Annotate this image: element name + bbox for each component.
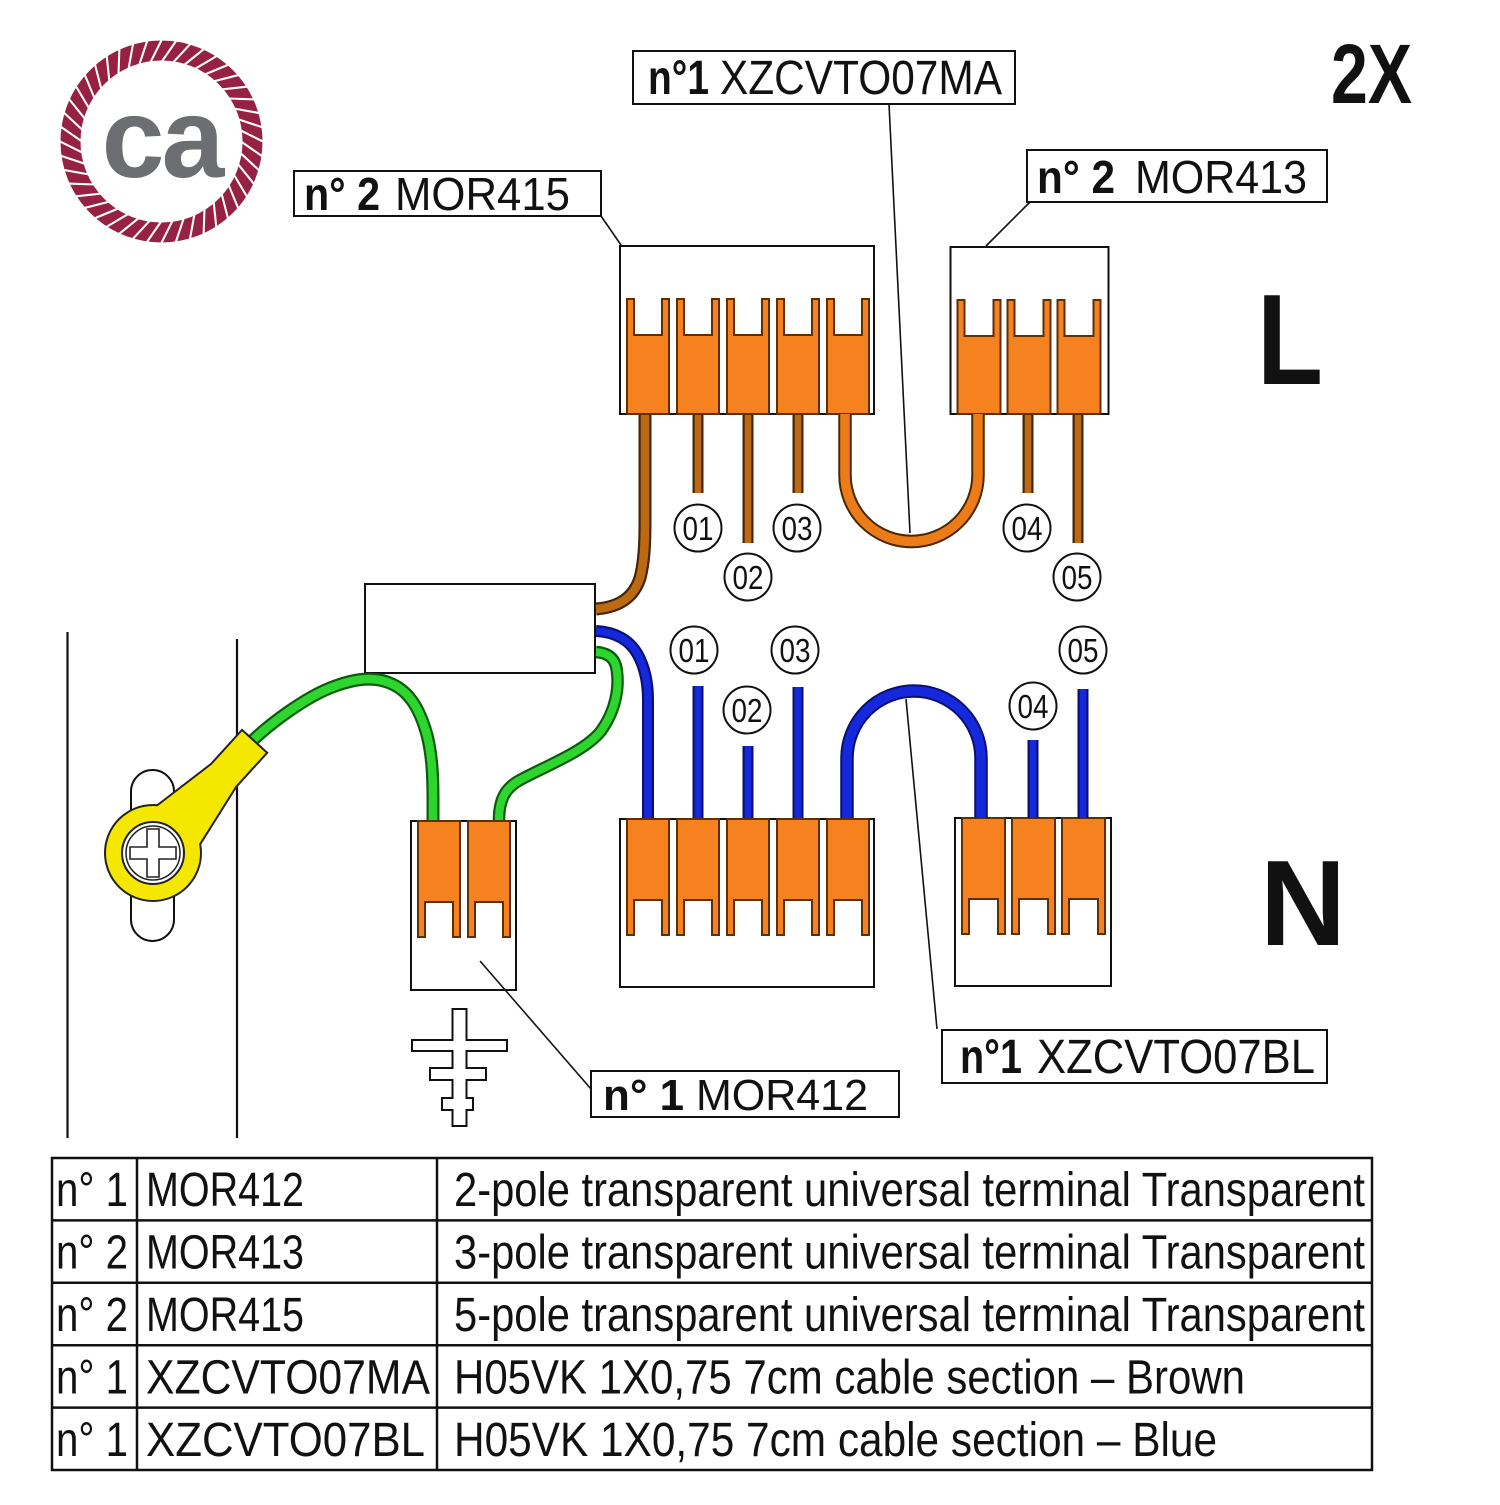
svg-text:2-pole transparent universal t: 2-pole transparent universal terminal Tr… (454, 1164, 1365, 1217)
svg-text:02: 02 (732, 692, 763, 729)
svg-text:XZCVTO07MA: XZCVTO07MA (146, 1351, 430, 1404)
svg-text:n° 1: n° 1 (56, 1414, 128, 1467)
svg-text:MOR412: MOR412 (696, 1071, 868, 1120)
svg-text:N: N (1260, 835, 1346, 971)
svg-text:05: 05 (1068, 632, 1099, 669)
svg-text:04: 04 (1018, 688, 1049, 725)
svg-text:H05VK 1X0,75 7cm cable section: H05VK 1X0,75 7cm cable section – Brown (454, 1351, 1245, 1404)
svg-text:XZCVTO07BL: XZCVTO07BL (146, 1414, 425, 1467)
svg-text:05: 05 (1062, 559, 1093, 596)
svg-text:MOR413: MOR413 (1135, 151, 1307, 203)
svg-text:01: 01 (683, 510, 714, 547)
svg-text:n°1: n°1 (648, 52, 709, 105)
svg-text:03: 03 (782, 510, 813, 547)
svg-text:n° 1: n° 1 (56, 1164, 128, 1217)
svg-text:3-pole transparent universal t: 3-pole transparent universal terminal Tr… (454, 1227, 1365, 1280)
svg-text:n° 1: n° 1 (56, 1351, 128, 1404)
svg-text:n° 2: n° 2 (56, 1289, 128, 1342)
svg-text:03: 03 (780, 632, 811, 669)
svg-text:2X: 2X (1331, 27, 1412, 121)
svg-text:MOR413: MOR413 (146, 1227, 304, 1280)
svg-text:04: 04 (1012, 510, 1043, 547)
svg-text:5-pole transparent universal t: 5-pole transparent universal terminal Tr… (454, 1289, 1365, 1342)
svg-text:ca: ca (102, 75, 226, 201)
svg-text:MOR412: MOR412 (146, 1164, 304, 1217)
svg-text:n° 1: n° 1 (603, 1071, 684, 1120)
svg-text:n° 2: n° 2 (1037, 151, 1115, 203)
svg-text:01: 01 (679, 632, 710, 669)
svg-text:02: 02 (733, 559, 764, 596)
svg-text:MOR415: MOR415 (395, 168, 570, 220)
svg-text:XZCVTO07BL: XZCVTO07BL (1037, 1031, 1315, 1084)
svg-text:n° 2: n° 2 (304, 168, 380, 220)
svg-text:H05VK 1X0,75 7cm cable section: H05VK 1X0,75 7cm cable section – Blue (454, 1414, 1217, 1467)
svg-text:XZCVTO07MA: XZCVTO07MA (720, 52, 1002, 105)
svg-text:MOR415: MOR415 (146, 1289, 304, 1342)
svg-text:L: L (1257, 268, 1323, 412)
svg-text:n°1: n°1 (960, 1031, 1022, 1084)
svg-text:n° 2: n° 2 (56, 1227, 128, 1280)
